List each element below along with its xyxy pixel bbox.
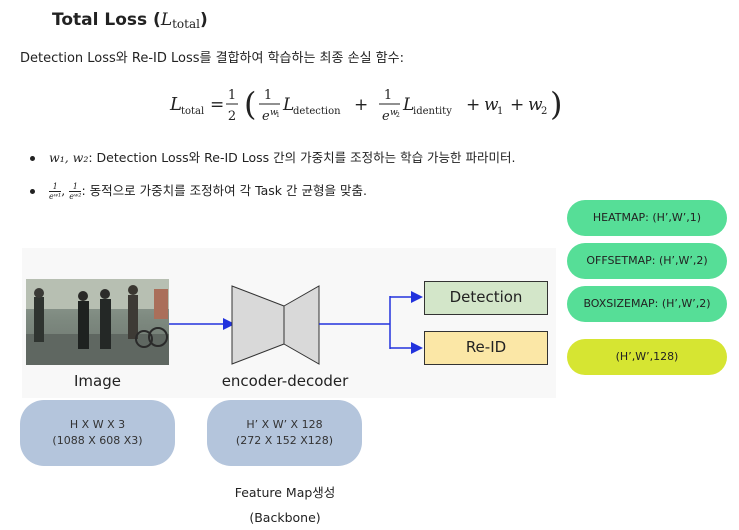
title-math: Ltotal bbox=[160, 10, 200, 31]
term2: L bbox=[402, 95, 414, 115]
frac1-den-sup: w bbox=[270, 108, 278, 118]
pedestrian-scene bbox=[26, 279, 169, 365]
encoder-shape bbox=[231, 285, 285, 365]
feature-shape-pill: H’ X W’ X 128 (272 X 152 X128) bbox=[207, 400, 362, 466]
bullet-text: : 동적으로 가중치를 조정하여 각 Task 간 균형을 맞춤. bbox=[81, 183, 367, 198]
frac2-den: e bbox=[382, 109, 390, 124]
frac1-den-sup-sub: 1 bbox=[276, 112, 280, 119]
loss-formula: L total = 1 2 ( 1 e w 1 L detection + 1 … bbox=[169, 85, 562, 124]
reid-head: Re-ID bbox=[424, 331, 548, 365]
heatmap-tag: HEATMAP: (H’,W’,1) bbox=[567, 200, 727, 236]
half-den: 2 bbox=[228, 109, 236, 124]
w1: w bbox=[484, 95, 499, 115]
frac1-num: 1 bbox=[264, 88, 272, 103]
feature-caption: Feature Map생성 (Backbone) bbox=[234, 485, 336, 525]
frac1-den: e bbox=[262, 109, 270, 124]
plus-3: + bbox=[510, 95, 524, 115]
paren-left: ( bbox=[244, 85, 256, 123]
term2-sub: identity bbox=[413, 106, 452, 117]
input-shape-pill: H X W X 3 (1088 X 608 X3) bbox=[20, 400, 175, 466]
input-image bbox=[26, 279, 169, 365]
half-num: 1 bbox=[228, 88, 236, 103]
pipeline-arrows bbox=[169, 285, 423, 365]
term1: L bbox=[282, 95, 294, 115]
bullet-dot bbox=[30, 156, 35, 161]
section-title: Total Loss (Ltotal) bbox=[52, 10, 208, 31]
offsetmap-tag: OFFSETMAP: (H’,W’,2) bbox=[567, 243, 727, 279]
frac2-num: 1 bbox=[384, 88, 392, 103]
term1-sub: detection bbox=[293, 106, 341, 117]
plus-2: + bbox=[466, 95, 480, 115]
plus-1: + bbox=[354, 95, 368, 115]
decoder-shape bbox=[283, 285, 320, 365]
frac2-den-sup-sub: 2 bbox=[396, 112, 400, 119]
encoder-decoder-label: encoder-decoder bbox=[221, 372, 349, 390]
w2: w bbox=[528, 95, 543, 115]
bullet-math: w₁, w₂ bbox=[49, 150, 89, 165]
bullet-item-weights: w₁, w₂: Detection Loss와 Re-ID Loss 간의 가중… bbox=[30, 147, 516, 166]
reid-shape-tag: (H’,W’,128) bbox=[567, 339, 727, 375]
formula-lhs-sub: total bbox=[181, 106, 204, 117]
boxsizemap-tag: BOXSIZEMAP: (H’,W’,2) bbox=[567, 286, 727, 322]
bullet-dot bbox=[30, 189, 35, 194]
bullet-text: : Detection Loss와 Re-ID Loss 간의 가중치를 조정하… bbox=[88, 150, 516, 165]
description-text: Detection Loss와 Re-ID Loss를 결합하여 학습하는 최종… bbox=[20, 51, 404, 66]
detection-head: Detection bbox=[424, 281, 548, 315]
paren-right: ) bbox=[550, 85, 562, 123]
w2-sub: 2 bbox=[541, 106, 547, 117]
formula-equals: = bbox=[210, 95, 224, 115]
image-label: Image bbox=[74, 372, 121, 390]
formula-lhs: L bbox=[169, 94, 182, 115]
frac2-den-sup: w bbox=[390, 108, 398, 118]
w1-sub: 1 bbox=[497, 106, 503, 117]
